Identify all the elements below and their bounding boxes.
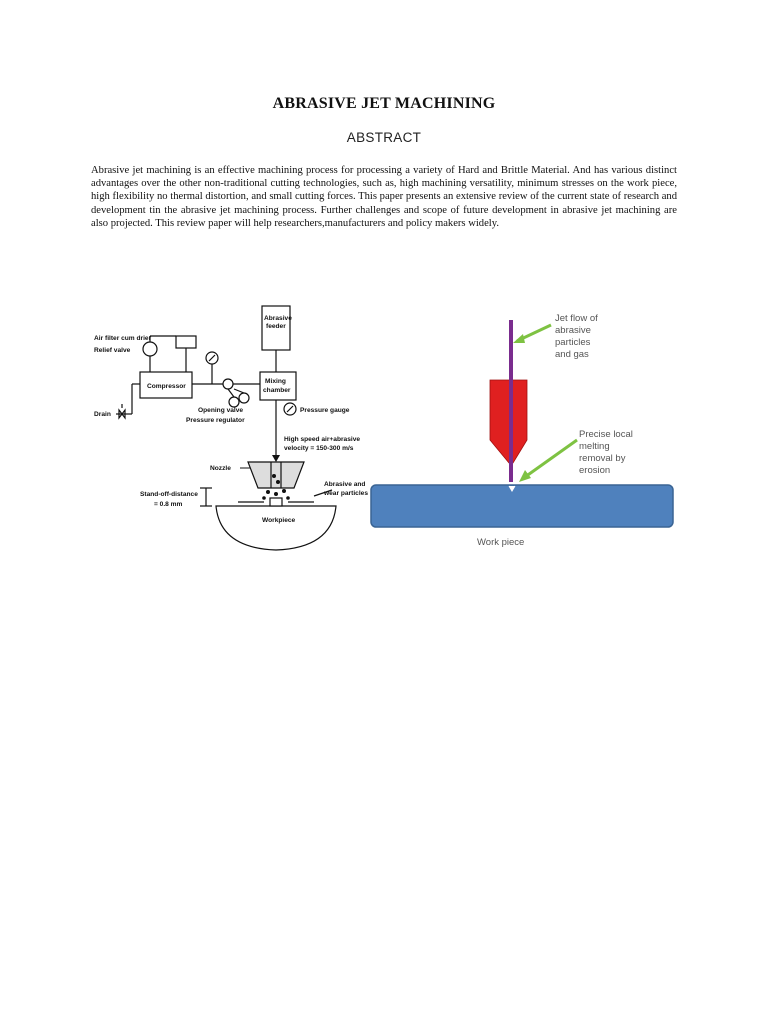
label-drain: Drain (94, 411, 111, 418)
label-compressor: Compressor (147, 383, 186, 390)
document-title: ABRASIVE JET MACHINING (272, 95, 496, 112)
abstract-paragraph: Abrasive jet machining is an effective m… (91, 165, 677, 229)
label-pressure-regulator: Pressure regulator (186, 417, 245, 424)
label-abrasive-and: Abrasive and (324, 481, 365, 488)
label-particles: particles (555, 337, 591, 348)
label-stand-off-value: = 0.8 mm (154, 501, 183, 508)
nozzle-shape (489, 379, 528, 464)
compressor-box (139, 371, 193, 399)
label-and-gas: and gas (555, 349, 589, 360)
label-work-piece: Work piece (477, 537, 524, 548)
arrow-precise-melting (524, 438, 578, 479)
label-relief-valve: Relief valve (94, 347, 131, 354)
label-pressure-gauge: Pressure gauge (300, 407, 350, 414)
abrasive-feeder-box (261, 305, 291, 351)
label-melting: melting (579, 441, 610, 452)
label-removal-by: removal by (579, 453, 626, 464)
label-mixing: Mixing (265, 378, 286, 385)
label-stand-off-distance: Stand-off-distance (140, 491, 198, 498)
label-opening-valve: Opening valve (198, 407, 243, 414)
abrasive-jet-schematic-diagram: Abrasive feeder Air filter cum drier Rel… (94, 305, 368, 551)
label-wear-particles: wear particles (323, 490, 368, 497)
label-air-filter: Air filter cum drier (94, 335, 152, 342)
label-abrasive-r: abrasive (555, 325, 591, 336)
label-high-speed: High speed air+abrasive (284, 436, 360, 443)
label-erosion: erosion (579, 465, 610, 476)
jet-erosion-illustration: Jet flow of abrasive particles and gas P… (370, 313, 674, 548)
label-nozzle: Nozzle (210, 465, 231, 472)
work-piece-block (370, 484, 674, 528)
mixing-chamber-box (259, 371, 297, 401)
label-feeder: feeder (266, 323, 286, 330)
section-heading-abstract: ABSTRACT (346, 130, 422, 145)
label-workpiece: Workpiece (262, 517, 296, 524)
label-chamber: chamber (263, 387, 291, 394)
label-precise-local: Precise local (579, 429, 633, 440)
label-abrasive: Abrasive (264, 315, 292, 322)
label-velocity: velocity = 150-300 m/s (284, 445, 354, 452)
label-jet-flow: Jet flow of (555, 313, 598, 324)
